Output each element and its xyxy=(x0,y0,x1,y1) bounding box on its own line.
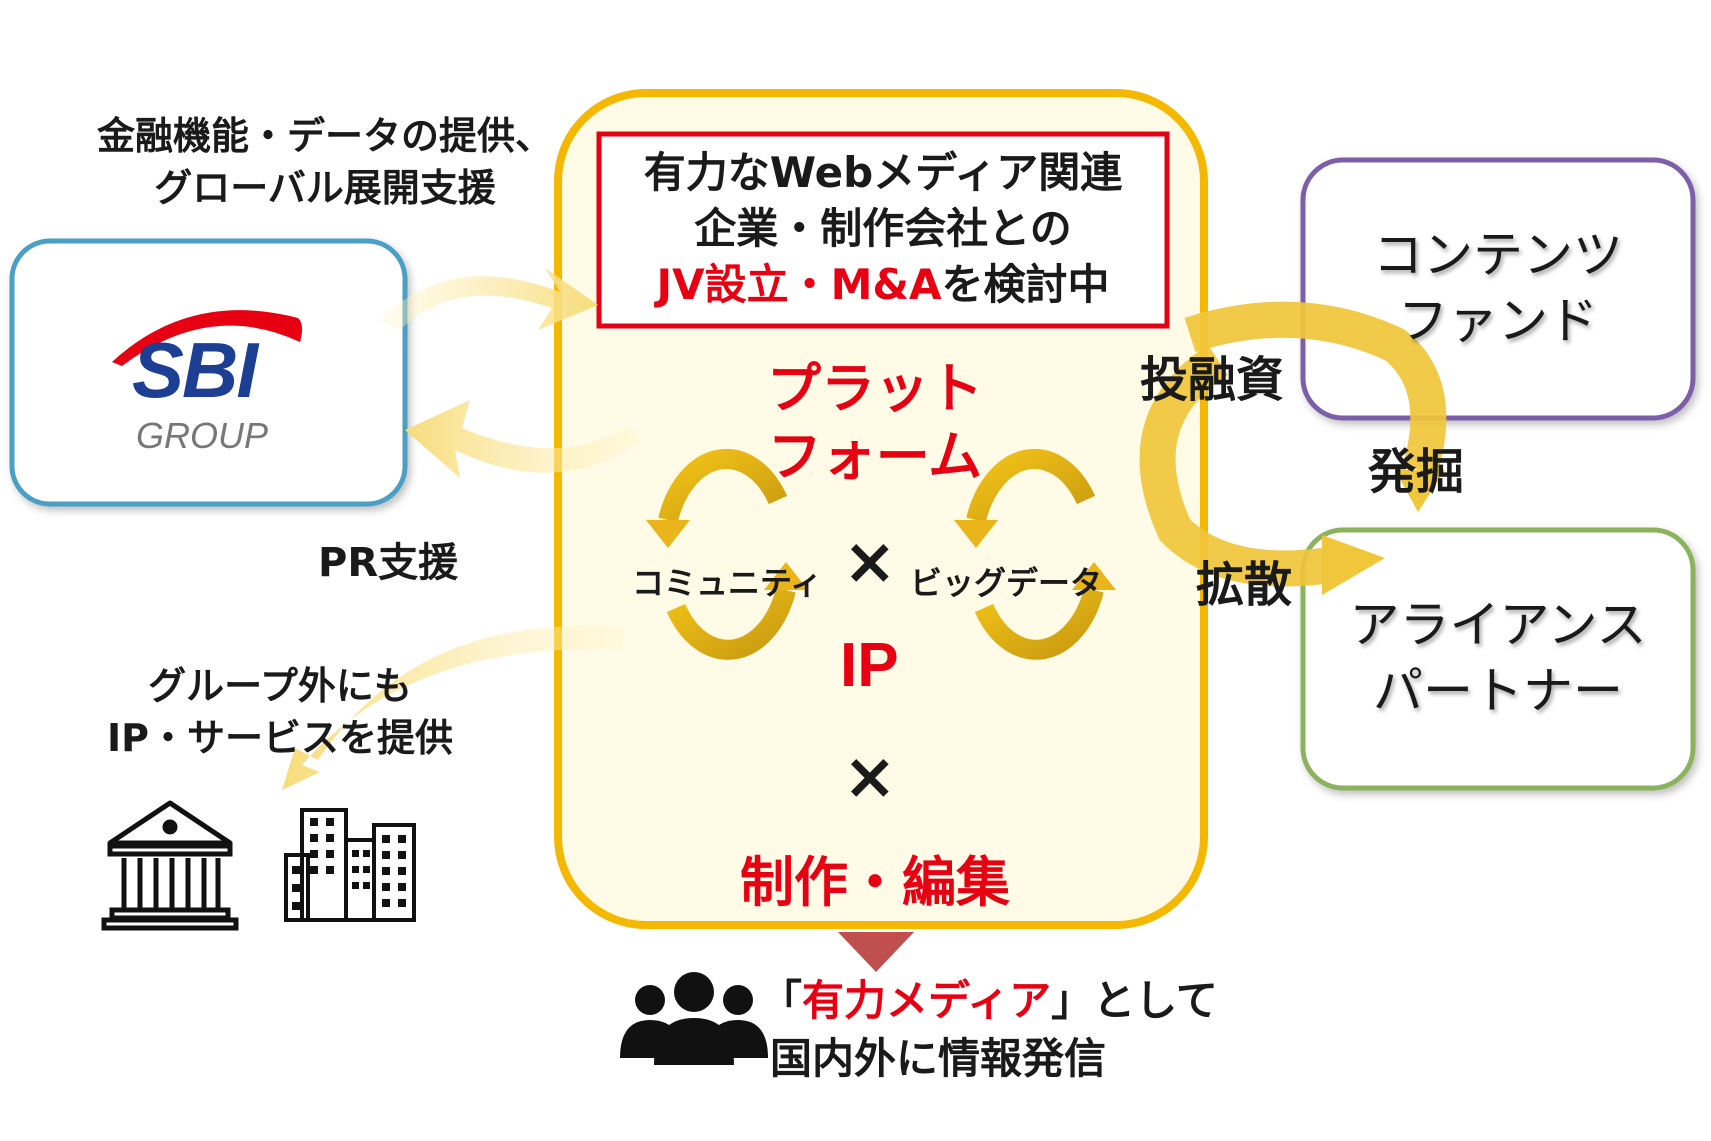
office-buildings-icon xyxy=(284,808,416,922)
media-message-line-2: 国内外に情報発信 xyxy=(770,1034,1107,1083)
content-fund-line: コンテンツ xyxy=(1373,226,1623,284)
caption-line: グローバル展開支援 xyxy=(154,166,496,210)
times-symbol-2: × xyxy=(843,740,897,814)
caption-line: 金融機能・データの提供、 xyxy=(96,114,553,158)
down-arrow-icon xyxy=(838,932,914,972)
content-fund-label: コンテンツ ファンド xyxy=(1303,222,1693,354)
sbi-logo-brand: SBI xyxy=(132,326,258,414)
arrow-platform-to-external xyxy=(282,626,625,790)
big-data-label: ビッグデータ xyxy=(910,564,1103,602)
alliance-line: パートナー xyxy=(1373,662,1623,720)
media-message: 「有力メディア」として 国内外に情報発信 xyxy=(760,972,1218,1088)
production-editing-label: 制作・編集 xyxy=(740,851,1010,914)
jv-highlight: JV設立・M&A xyxy=(656,260,942,309)
diffusion-label: 拡散 xyxy=(1196,557,1293,613)
alliance-line: アライアンス xyxy=(1349,596,1647,654)
investment-label: 投融資 xyxy=(1140,352,1285,408)
jv-line-1: 有力なWebメディア関連 xyxy=(643,148,1123,197)
platform-line: プラット xyxy=(767,357,983,420)
sbi-box xyxy=(9,238,408,507)
bank-icon xyxy=(101,800,239,931)
community-cycle-icon xyxy=(646,449,808,660)
ip-label: IP xyxy=(840,631,899,700)
media-rest: 」として xyxy=(1051,976,1218,1025)
jv-line-3: JV設立・M&Aを検討中 xyxy=(602,257,1164,313)
community-label: コミュニティ xyxy=(632,564,823,602)
jv-box xyxy=(596,131,1170,329)
jv-line-3-rest: を検討中 xyxy=(941,260,1110,309)
sbi-logo-arc xyxy=(112,310,303,366)
caption-line: IP・サービスを提供 xyxy=(107,716,453,760)
alliance-partner-label: アライアンス パートナー xyxy=(1303,592,1693,724)
times-symbol-1: × xyxy=(843,525,897,599)
pr-support-caption: PR支援 xyxy=(318,540,459,586)
arrow-sbi-to-platform xyxy=(380,268,598,330)
discovery-label: 発掘 xyxy=(1368,444,1465,500)
alliance-partner-box xyxy=(1300,527,1696,791)
people-group-icon xyxy=(620,972,768,1065)
open-bracket: 「 xyxy=(760,976,803,1025)
platform-line: フォーム xyxy=(767,425,983,488)
external-provision-caption: グループ外にも IP・サービスを提供 xyxy=(80,660,480,764)
content-fund-line: ファンド xyxy=(1398,292,1598,350)
investment-cycle-arrow xyxy=(1139,301,1447,595)
jv-line-2: 企業・制作会社との xyxy=(694,204,1072,253)
financial-support-caption: 金融機能・データの提供、 グローバル展開支援 xyxy=(80,110,570,214)
caption-line: グループ外にも xyxy=(148,664,412,708)
sbi-logo-sub: GROUP xyxy=(136,415,269,456)
arrow-platform-to-sbi xyxy=(405,400,640,478)
platform-label: プラット フォーム xyxy=(700,355,1050,491)
jv-box-text: 有力なWebメディア関連 企業・制作会社との JV設立・M&Aを検討中 xyxy=(602,145,1164,313)
media-message-line-1: 「有力メディア」として xyxy=(760,972,1218,1030)
media-highlight: 有力メディア xyxy=(802,976,1052,1025)
big-data-cycle-icon xyxy=(954,449,1116,660)
